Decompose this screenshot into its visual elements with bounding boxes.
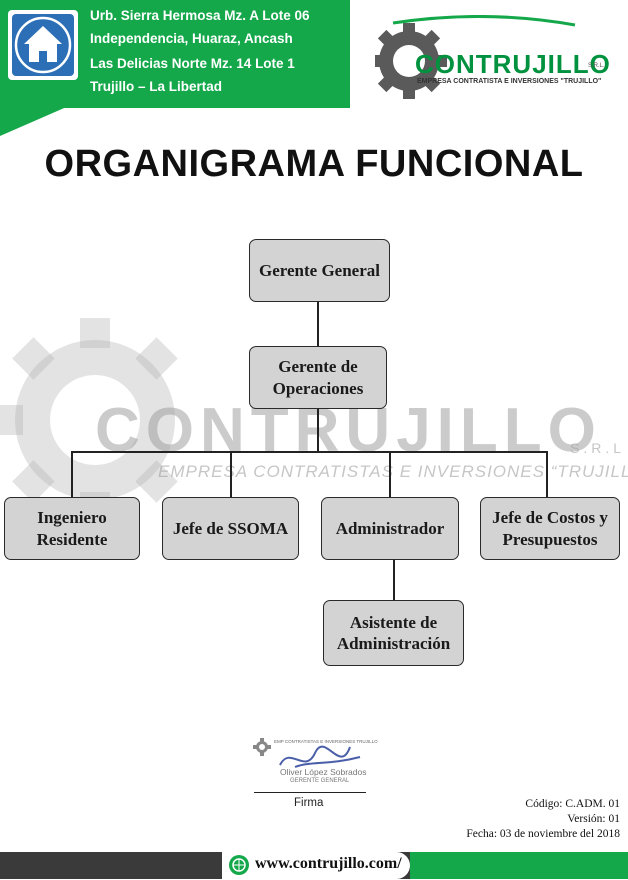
org-box-jefe-ssoma: Jefe de SSOMA <box>162 497 299 560</box>
logo-suffix: S.R.L. <box>588 63 605 69</box>
org-label-gerente-operaciones: Gerente de Operaciones <box>272 357 364 398</box>
address-line-4: Trujillo – La Libertad <box>90 79 223 94</box>
org-box-jefe-costos: Jefe de Costos y Presupuestos <box>480 497 620 560</box>
connector-bus-admin <box>389 451 391 497</box>
connector-go-bus <box>317 409 319 452</box>
org-label-ingeniero-residente: Ingeniero Residente <box>36 508 108 549</box>
org-label-jefe-ssoma: Jefe de SSOMA <box>172 518 289 538</box>
address-line-1: Urb. Sierra Hermosa Mz. A Lote 06 <box>90 8 310 23</box>
signature-stamp: EMP CONTRATISTAS E INVERSIONES TRUJILLO … <box>250 735 378 795</box>
connector-bus-ing <box>71 451 73 497</box>
signature-role: GERENTE GENERAL <box>290 778 350 784</box>
org-box-administrador: Administrador <box>321 497 459 560</box>
signature-name: Oliver López Sobrados <box>280 767 367 777</box>
doc-code: Código: C.ADM. 01 <box>525 798 620 810</box>
signature-line <box>254 792 366 793</box>
footer-url-pill <box>222 852 410 879</box>
org-box-gerente-general: Gerente General <box>249 239 390 302</box>
connector-admin-asist <box>393 560 395 600</box>
company-logo: CONTRUJILLO S.R.L. EMPRESA CONTRATISTA E… <box>375 15 620 100</box>
home-icon-frame <box>8 10 78 80</box>
address-line-2: Independencia, Huaraz, Ancash <box>90 31 293 46</box>
doc-date: Fecha: 03 de noviembre del 2018 <box>466 828 620 840</box>
logo-tagline: EMPRESA CONTRATISTA E INVERSIONES "TRUJI… <box>417 78 602 85</box>
watermark-tagline: EMPRESA CONTRATISTAS E INVERSIONES “TRUJ… <box>158 462 628 481</box>
org-box-gerente-operaciones: Gerente de Operaciones <box>249 346 387 409</box>
logo-wordmark: CONTRUJILLO <box>415 49 611 79</box>
org-label-administrador: Administrador <box>335 518 445 538</box>
org-box-asistente-administracion: Asistente de Administración <box>323 600 464 666</box>
footer-website-link[interactable]: www.contrujillo.com/ <box>255 855 402 872</box>
footer-green-band <box>410 852 628 879</box>
home-icon <box>12 14 74 76</box>
watermark-suffix: S.R.L <box>570 440 626 456</box>
connector-bus-ssoma <box>230 451 232 497</box>
globe-icon <box>229 855 249 875</box>
connector-bus-costos <box>546 451 548 497</box>
signature-label: Firma <box>294 797 324 809</box>
header-band-tail <box>0 88 110 136</box>
signature-stamp-line: EMP CONTRATISTAS E INVERSIONES TRUJILLO <box>274 739 378 744</box>
org-label-asistente-administracion: Asistente de Administración <box>336 612 451 653</box>
page-title: ORGANIGRAMA FUNCIONAL <box>44 143 584 185</box>
org-label-jefe-costos: Jefe de Costos y Presupuestos <box>492 508 608 549</box>
connector-bus <box>71 451 548 453</box>
org-box-ingeniero-residente: Ingeniero Residente <box>4 497 140 560</box>
org-label-gerente-general: Gerente General <box>258 260 380 280</box>
address-line-3: Las Delicias Norte Mz. 14 Lote 1 <box>90 56 295 71</box>
connector-gg-go <box>317 302 319 346</box>
doc-version: Versión: 01 <box>567 813 620 825</box>
